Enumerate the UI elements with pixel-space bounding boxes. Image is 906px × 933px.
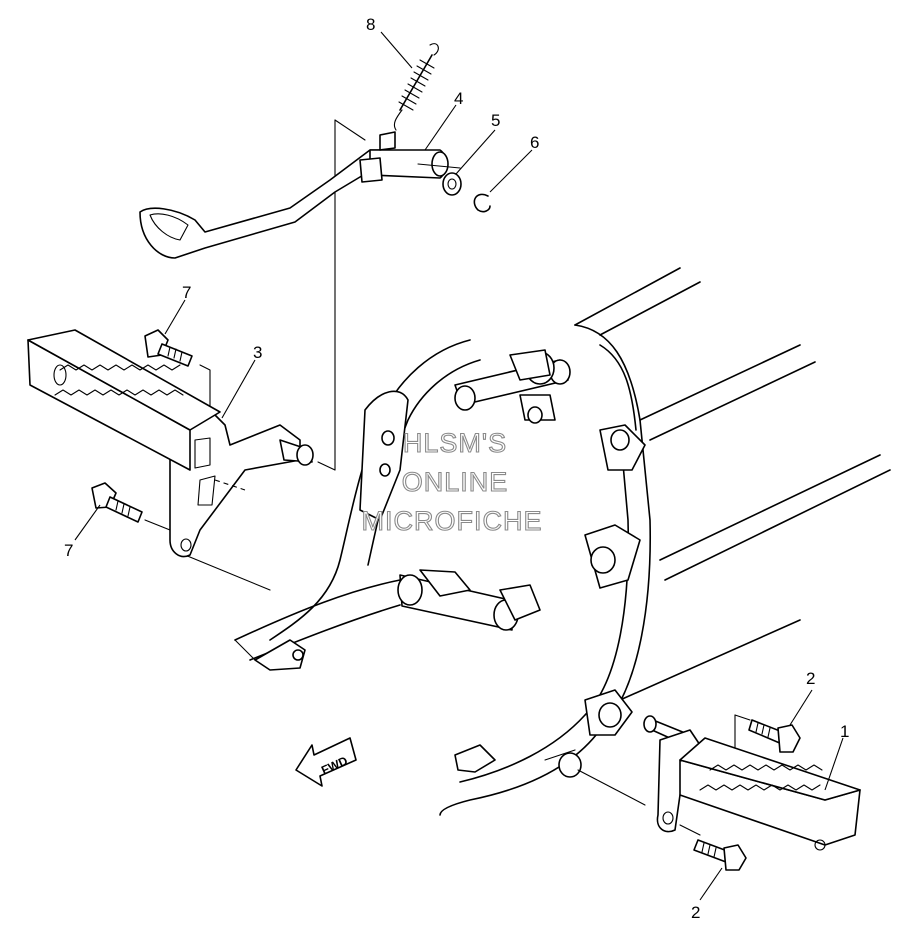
left-footpeg <box>27 329 221 471</box>
frame <box>234 267 891 816</box>
callout-2-top: 2 <box>806 669 815 688</box>
washer-part <box>442 172 462 196</box>
watermark-line-1: HLSM'S <box>403 428 507 458</box>
bolt-bottom <box>91 482 143 523</box>
brake-pedal <box>139 131 461 259</box>
callout-5: 5 <box>491 111 500 130</box>
callout-7-bottom: 7 <box>64 541 73 560</box>
callout-6: 6 <box>530 133 539 152</box>
callouts: 8 4 5 6 7 3 7 2 1 2 <box>64 15 849 922</box>
bolt-right-bottom <box>693 839 747 871</box>
callout-4: 4 <box>454 89 463 108</box>
callout-3: 3 <box>253 343 262 362</box>
watermark-line-2: ONLINE <box>402 467 509 497</box>
spring-part <box>393 43 439 131</box>
watermark-line-3: MICROFICHE <box>362 506 543 536</box>
fwd-arrow-icon: FWD <box>295 737 357 787</box>
right-footpeg <box>643 715 861 851</box>
callout-7-top: 7 <box>182 283 191 302</box>
bolt-right-top <box>748 719 801 753</box>
watermark: HLSM'S ONLINE MICROFICHE <box>361 427 543 536</box>
callout-8: 8 <box>366 15 375 34</box>
clip-part <box>473 193 491 213</box>
callout-2-bottom: 2 <box>691 903 700 922</box>
left-bracket <box>169 414 314 558</box>
bolt-top <box>144 329 193 367</box>
callout-1: 1 <box>840 722 849 741</box>
leader-lines <box>74 31 844 901</box>
